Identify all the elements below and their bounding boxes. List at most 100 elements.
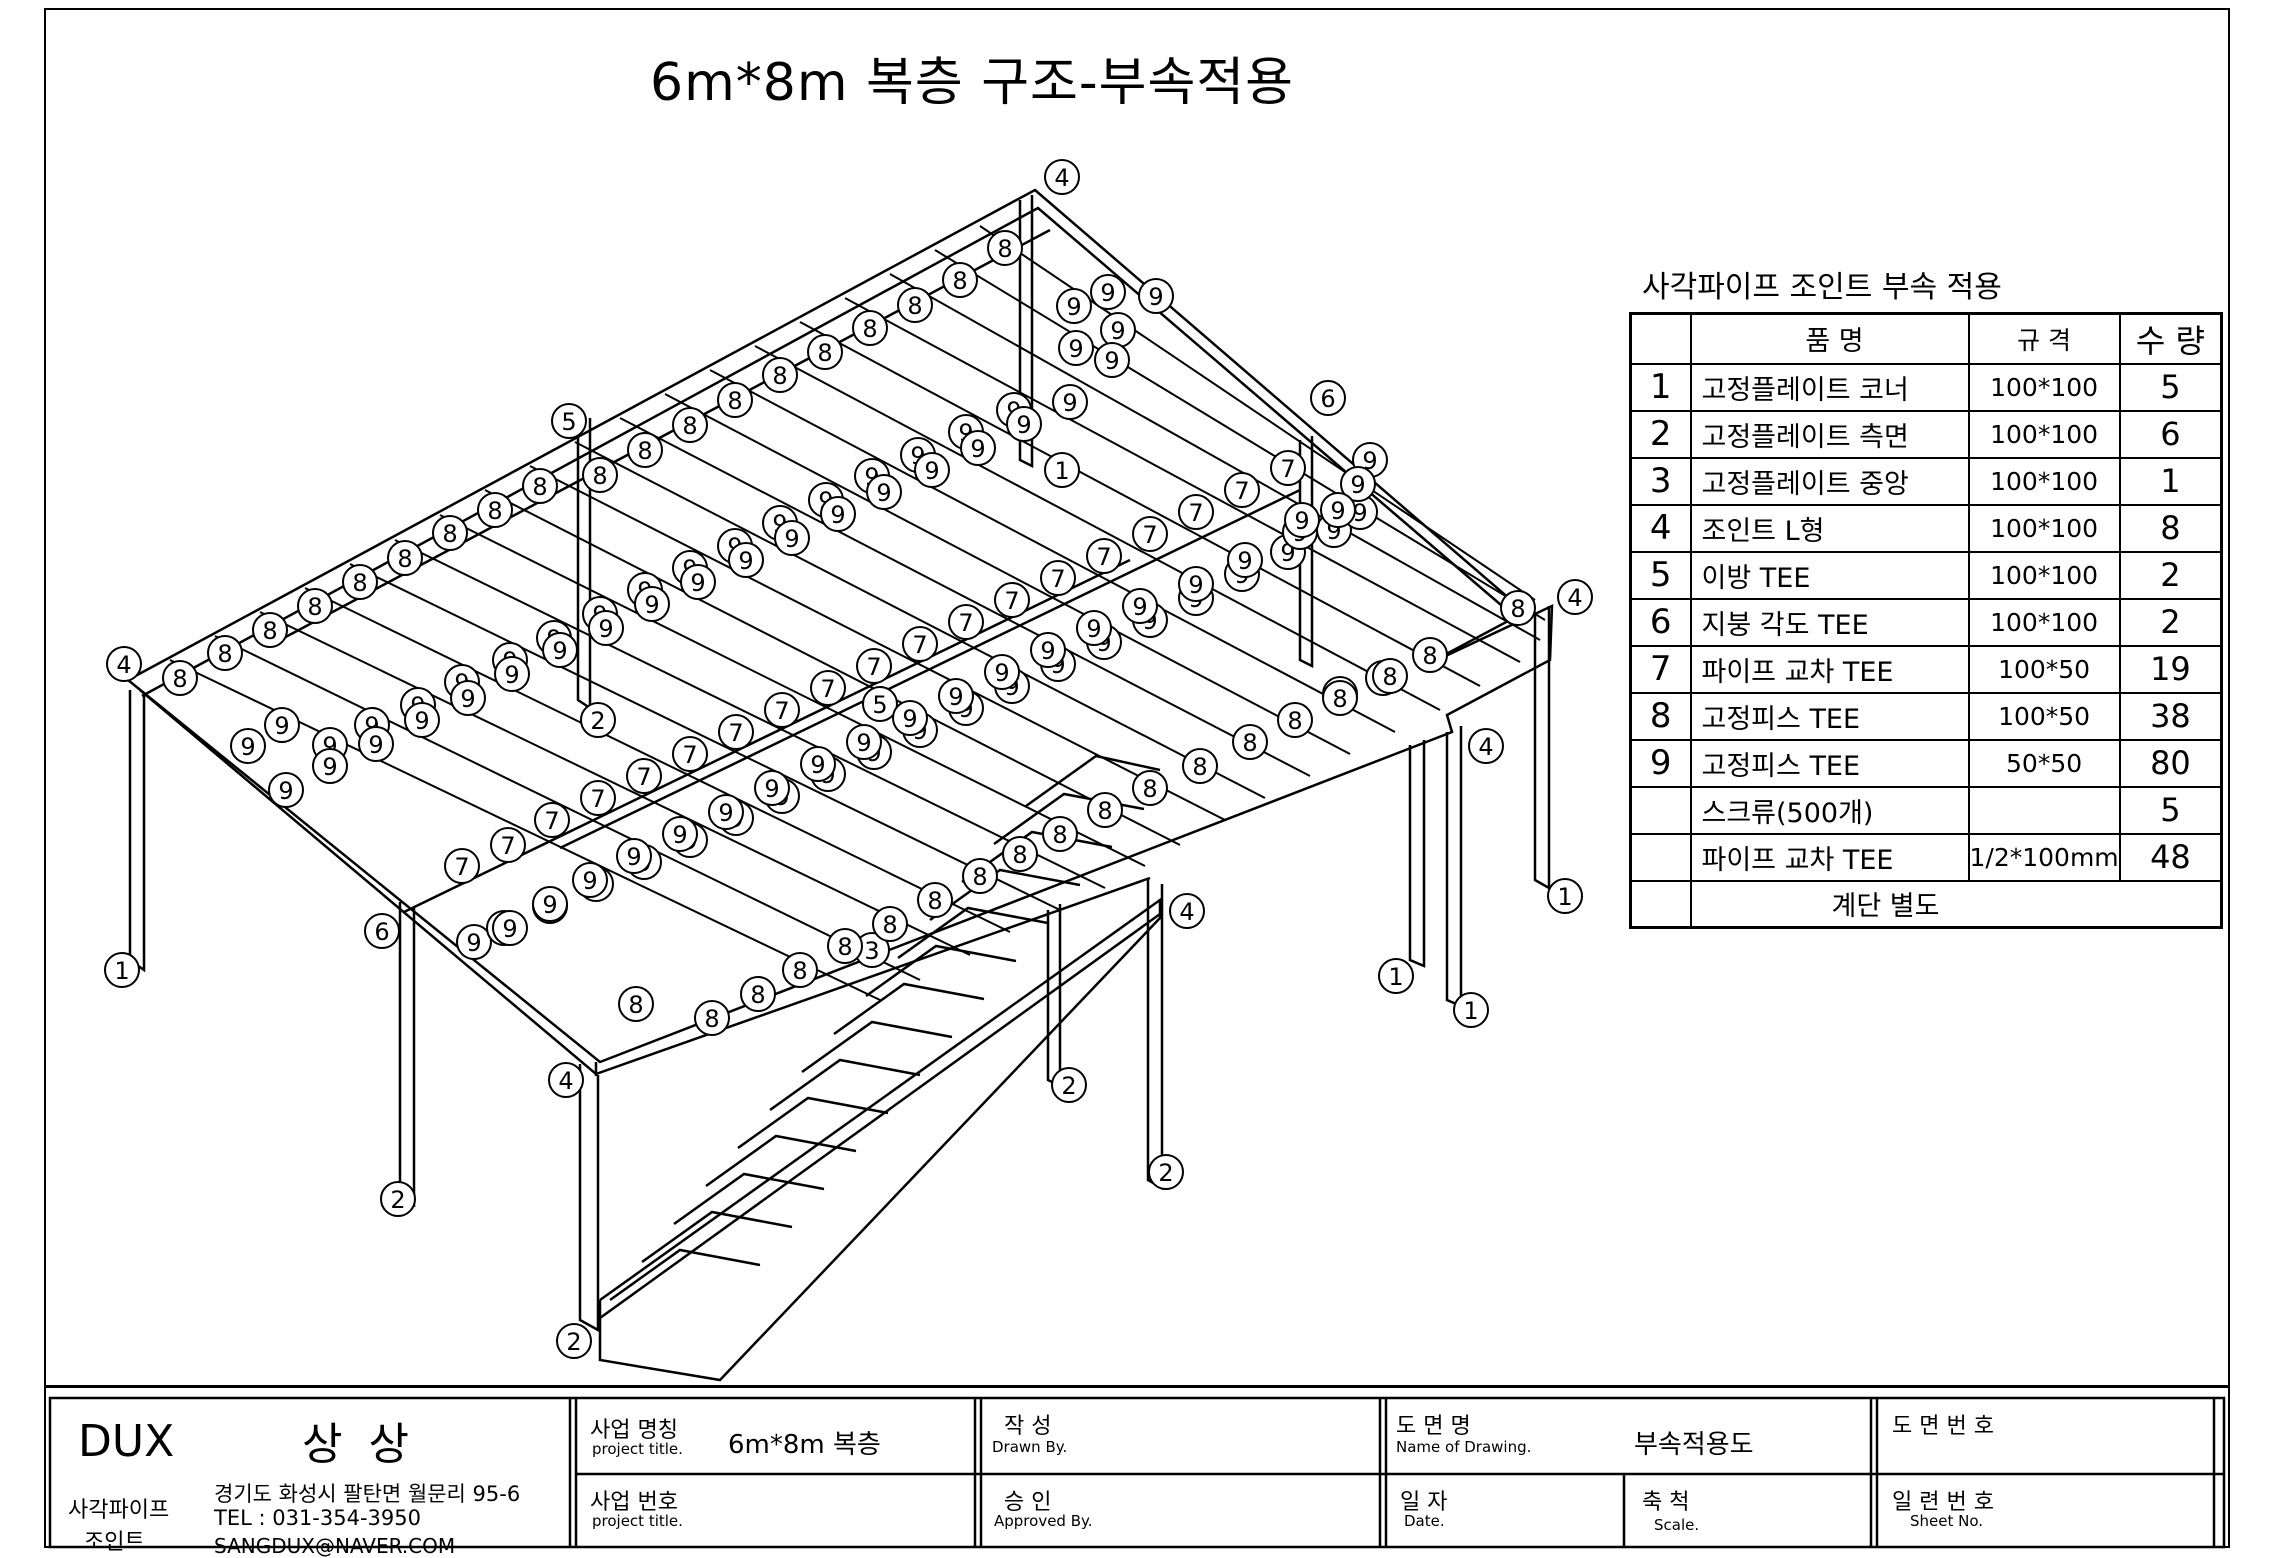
part-callout-8: 8 [740,976,776,1012]
part-callout-2: 2 [1051,1067,1087,1103]
part-callout-label: 6 [374,918,389,946]
part-callout-8: 8 [1002,836,1038,872]
part-callout-label: 9 [322,753,337,781]
part-callout-8: 8 [1132,770,1168,806]
part-quantity: 80 [2118,738,2223,788]
part-callout-9: 9 [588,610,624,646]
part-callout-7: 7 [580,780,616,816]
part-callout-9: 9 [820,496,856,532]
part-callout-8: 8 [627,432,663,468]
part-callout-9: 9 [1052,384,1088,420]
part-callout-label: 4 [558,1067,573,1095]
part-quantity: 5 [2118,785,2223,835]
part-callout-label: 9 [502,915,517,943]
approved-label: 승 인 [1004,1490,1052,1515]
part-callout-8: 8 [297,588,333,624]
project-number-sub: project title. [592,1512,683,1530]
part-callout-9: 9 [264,707,300,743]
part-callout-9: 9 [960,430,996,466]
part-callout-label: 9 [1350,471,1365,499]
part-callout-label: 9 [1237,547,1252,575]
beam-c [403,558,1131,914]
part-callout-label: 8 [1012,841,1027,869]
roof-outer-edge [127,188,1554,1064]
part-callout-label: 9 [1110,317,1125,345]
part-callout-label: 8 [1242,729,1257,757]
part-callout-9: 9 [616,838,652,874]
part-callout-label: 9 [784,525,799,553]
project-name-sub: project title. [592,1440,683,1458]
part-callout-7: 7 [764,692,800,728]
part-callout-9: 9 [1094,342,1130,378]
title-block-grid [48,1396,2226,1549]
part-callout-label: 8 [997,235,1012,263]
part-callout-label: 8 [1142,775,1157,803]
part-callout-7: 7 [1086,538,1122,574]
part-callout-9: 9 [1284,502,1320,538]
part-quantity: 5 [2118,362,2223,412]
part-callout-label: 9 [1068,335,1083,363]
part-callout-label: 9 [414,707,429,735]
part-callout-label: 9 [644,591,659,619]
part-callout-label: 9 [552,637,567,665]
part-callout-9: 9 [846,724,882,760]
company-tel: TEL : 031-354-3950 [214,1506,421,1530]
header-no [1629,312,1692,365]
part-callout-9: 9 [1340,466,1376,502]
part-callout-9: 9 [358,726,394,762]
part-callout-label: 1 [114,957,129,985]
part-callout-label: 9 [598,615,613,643]
part-callout-label: 8 [882,911,897,939]
part-callout-label: 9 [1352,499,1367,527]
company-address: 경기도 화성시 팔탄면 월문리 95-6 [214,1482,521,1506]
part-callout-4: 4 [548,1062,584,1098]
part-name: 파이프 교차 TEE [1689,832,1970,882]
part-callout-label: 2 [390,1186,405,1214]
part-callout-7: 7 [1178,494,1214,530]
part-callout-9: 9 [1030,632,1066,668]
part-callout-8: 8 [872,906,908,942]
part-callout-label: 9 [738,547,753,575]
part-name: 고정피스 TEE [1689,691,1970,741]
part-callout-8: 8 [1322,680,1358,716]
part-callout-8: 8 [618,986,654,1022]
part-callout-label: 8 [862,315,877,343]
part-callout-9: 9 [312,748,348,784]
part-callout-9: 9 [1178,566,1214,602]
part-spec: 100*100 [1967,503,2121,553]
beam-a [279,228,1051,642]
part-callout-9: 9 [1076,610,1112,646]
part-callout-9: 9 [662,816,698,852]
part-callout-label: 4 [1054,164,1069,192]
part-callout-8: 8 [827,928,863,964]
part-callout-label: 8 [262,617,277,645]
drawing-name-sub: Name of Drawing. [1396,1438,1532,1456]
part-callout-8: 8 [694,1000,730,1036]
part-callout-label: 8 [628,991,643,1019]
part-callout-label: 8 [1052,821,1067,849]
part-callout-label: 9 [1148,283,1163,311]
part-callout-label: 8 [704,1005,719,1033]
part-callout-label: 8 [772,362,787,390]
part-quantity: 19 [2118,644,2223,694]
structure-lines [127,188,1554,1382]
part-callout-label: 7 [500,832,515,860]
part-callout-1: 1 [104,952,140,988]
part-callout-9: 9 [680,564,716,600]
part-callout-9: 9 [728,542,764,578]
part-callout-7: 7 [1270,450,1306,486]
part-callout-label: 8 [727,387,742,415]
part-callout-9: 9 [866,474,902,510]
part-callout-9: 9 [1056,288,1092,324]
part-callout-label: 2 [590,707,605,735]
part-callout-8: 8 [252,612,288,648]
part-callout-label: 9 [718,799,733,827]
part-callout-label: 8 [792,957,807,985]
part-callout-label: 9 [460,685,475,713]
